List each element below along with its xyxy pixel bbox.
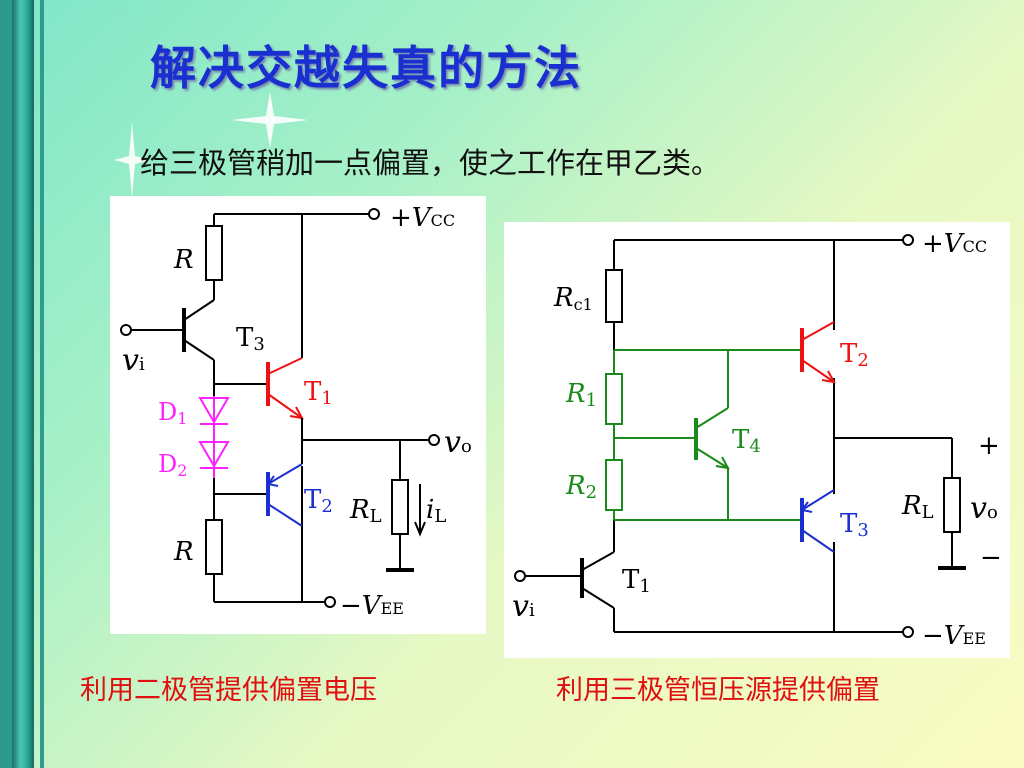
left-decor-bar (0, 0, 12, 768)
t3-label: T3 (236, 323, 265, 355)
vo-plus-label: + (978, 431, 1000, 461)
resistor-r-bottom-label: R (173, 537, 194, 567)
r1-label: R1 (565, 379, 597, 411)
rl-label: RL (901, 491, 934, 523)
d1-label: D1 (158, 398, 187, 428)
t1-label: T1 (622, 565, 651, 597)
vo-label: vo (444, 425, 472, 460)
vcc-label: +VCC (390, 203, 455, 233)
t2-label: T2 (304, 485, 333, 517)
transistor-t2 (800, 321, 836, 384)
circuit-panel-transistor-bias: +VCC Rc1 T2 R1 T4 + R2 RL vo T3 − T1 vi … (504, 222, 1010, 658)
vi-label: vi (122, 343, 145, 378)
t3-label: T3 (840, 509, 869, 541)
left-decor-line (40, 0, 44, 768)
r2-label: R2 (565, 471, 597, 503)
vo-minus-label: − (980, 543, 1002, 573)
transistor-t2 (266, 463, 303, 527)
caption-transistor-bias: 利用三极管恒压源提供偏置 (556, 675, 880, 706)
slide-title: 解决交越失真的方法 (150, 41, 582, 95)
diodes-d1-d2 (198, 396, 230, 478)
transistor-t1 (266, 357, 304, 420)
vo-label: vo (970, 491, 998, 526)
rc1-label: Rc1 (553, 283, 593, 314)
t1-label: T1 (304, 377, 333, 409)
vbe-multiplier-network (605, 349, 802, 521)
rl-label: RL (349, 495, 382, 527)
resistor-r-top-label: R (173, 245, 194, 275)
circuit-panel-diode-bias: +VCC R T3 vi T1 D1 D2 vo T2 RL iL R −VEE (110, 196, 486, 634)
il-label: iL (426, 495, 446, 527)
slide-subtitle: 给三极管稍加一点偏置，使之工作在甲乙类。 (140, 146, 721, 180)
vi-label: vi (512, 589, 535, 624)
vee-label: −VEE (922, 621, 986, 651)
d2-label: D2 (158, 450, 187, 480)
caption-diode-bias: 利用二极管提供偏置电压 (80, 675, 377, 706)
t2-label: T2 (840, 339, 869, 371)
transistor-bias-circuit: +VCC Rc1 T2 R1 T4 + R2 RL vo T3 − T1 vi … (512, 229, 1002, 651)
sparkle-icon (232, 92, 308, 148)
vee-label: −VEE (340, 591, 404, 621)
diode-bias-circuit: +VCC R T3 vi T1 D1 D2 vo T2 RL iL R −VEE (120, 203, 472, 621)
transistor-t3 (800, 489, 835, 553)
left-decor-bar-gradient (12, 0, 34, 768)
sparkle-icon (114, 122, 150, 198)
t4-label: T4 (732, 425, 761, 457)
vcc-label: +VCC (922, 229, 987, 259)
